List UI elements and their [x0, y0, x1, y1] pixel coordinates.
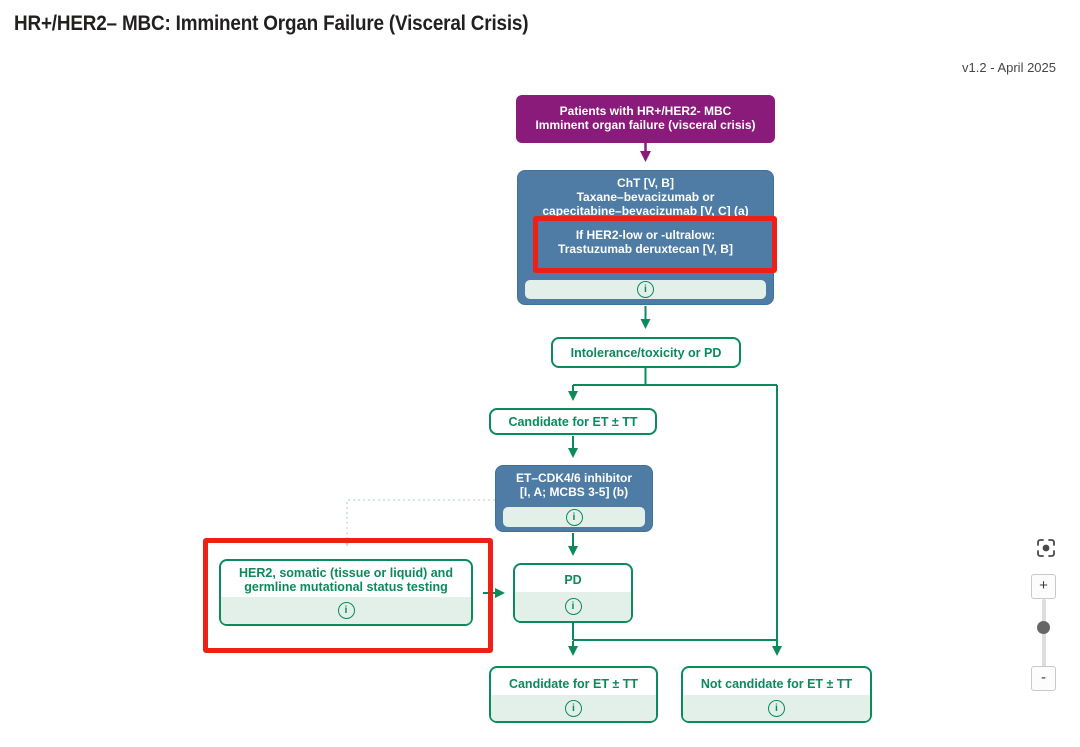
node-cht-line1: ChT [V, B] — [617, 176, 674, 190]
info-icon: i — [564, 598, 582, 615]
line-pd-branch — [572, 623, 777, 641]
info-button-her2[interactable]: i — [221, 597, 471, 624]
zoom-out-button[interactable]: - — [1031, 666, 1056, 691]
node-candidate-bottom: Candidate for ET ± TT i — [489, 666, 658, 723]
node-intolerance-label: Intolerance/toxicity or PD — [570, 345, 722, 360]
page-title: HR+/HER2– MBC: Imminent Organ Failure (V… — [14, 12, 529, 35]
info-button-not-candidate[interactable]: i — [683, 695, 870, 721]
node-et-line1: ET–CDK4/6 inhibitor — [515, 471, 632, 485]
info-button-pd[interactable]: i — [515, 592, 631, 621]
node-cht-highlight-line2: Trastuzumab deruxtecan [V, B] — [558, 242, 733, 256]
node-et-line2: [I, A; MCBS 3-5] (b) — [519, 485, 629, 499]
node-patients-line1: Patients with HR+/HER2- MBC — [559, 104, 732, 118]
info-button-candidate[interactable]: i — [491, 695, 656, 721]
node-cht-highlight-line1: If HER2-low or -ultralow: — [575, 228, 716, 242]
node-candidate-top: Candidate for ET ± TT — [489, 408, 657, 435]
node-pd-label: PD — [564, 573, 582, 587]
node-patients: Patients with HR+/HER2- MBC Imminent org… — [516, 95, 775, 143]
info-icon: i — [565, 508, 583, 526]
node-cht-line2: Taxane–bevacizumab or — [576, 190, 715, 204]
zoom-slider-thumb[interactable] — [1037, 621, 1050, 634]
node-not-candidate: Not candidate for ET ± TT i — [681, 666, 872, 723]
node-candidate-top-label: Candidate for ET ± TT — [508, 414, 638, 429]
node-cht-line3: capecitabine–bevacizumab [V, C] (a) — [542, 204, 749, 218]
node-candidate-bottom-label: Candidate for ET ± TT — [508, 677, 639, 691]
info-button-cht[interactable]: i — [525, 280, 766, 299]
node-not-candidate-label: Not candidate for ET ± TT — [700, 677, 853, 691]
node-et-cdk46: ET–CDK4/6 inhibitor [I, A; MCBS 3-5] (b)… — [495, 465, 653, 532]
info-icon: i — [565, 699, 582, 717]
node-her2-line1: HER2, somatic (tissue or liquid) and — [239, 566, 453, 580]
info-icon: i — [637, 281, 654, 298]
fit-view-button[interactable] — [1034, 536, 1058, 560]
focus-icon — [1037, 539, 1055, 557]
info-icon: i — [337, 602, 355, 619]
node-her2-testing: HER2, somatic (tissue or liquid) and ger… — [219, 559, 473, 626]
node-cht: ChT [V, B] Taxane–bevacizumab or capecit… — [517, 170, 774, 305]
node-intolerance: Intolerance/toxicity or PD — [551, 337, 741, 368]
node-her2-line2: germline mutational status testing — [244, 580, 448, 594]
dotted-et-to-her2 — [342, 499, 495, 547]
node-patients-line2: Imminent organ failure (visceral crisis) — [535, 118, 756, 132]
version-label: v1.2 - April 2025 — [962, 60, 1056, 75]
zoom-in-button[interactable]: + — [1031, 574, 1056, 599]
node-pd: PD i — [513, 563, 633, 623]
info-icon: i — [768, 699, 785, 717]
line-intolerance-branch — [573, 368, 777, 386]
info-button-et[interactable]: i — [503, 507, 645, 527]
